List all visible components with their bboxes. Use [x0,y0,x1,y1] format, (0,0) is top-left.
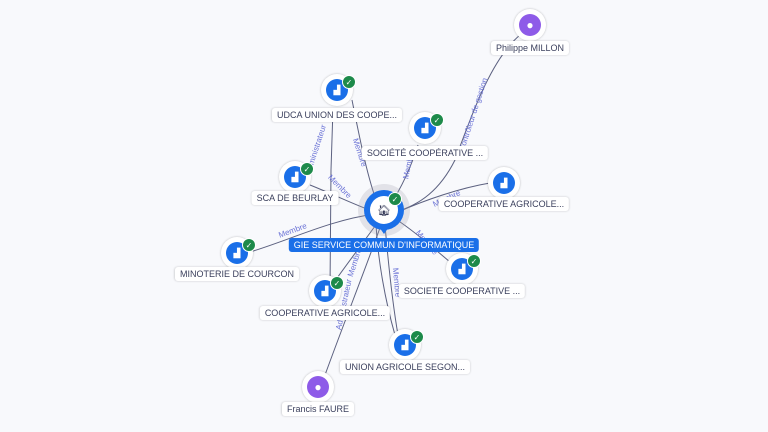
verified-check-icon: ✓ [410,330,424,344]
verified-check-icon: ✓ [242,238,256,252]
node-label: UNION AGRICOLE SEGON... [339,360,471,374]
verified-check-icon: ✓ [467,254,481,268]
edge-union-lower [375,224,396,336]
person-icon: ● [526,18,534,32]
edge-union-center [384,224,399,336]
verified-check-icon: ✓ [388,192,402,206]
pin-tip [377,224,391,234]
node-label: UDCA UNION DES COOPE... [271,108,403,122]
verified-check-icon: ✓ [430,113,444,127]
person-icon: ● [314,380,322,394]
edge-coop-right-center [397,182,491,213]
node-label: COOPERATIVE AGRICOLE... [438,197,570,211]
node-label: Francis FAURE [281,402,355,416]
center-label: GIE SERVICE COMMUN D'INFORMATIQUE [288,238,480,252]
building-icon: 🏠︎ [377,204,391,217]
building-icon: ▟ [500,177,508,188]
building-icon: ▟ [421,122,429,133]
center-pin: 🏠︎ [364,190,404,230]
node-label: SCA DE BEURLAY [251,191,339,205]
node-label: Philippe MILLON [490,41,570,55]
node-label: COOPERATIVE AGRICOLE... [259,306,391,320]
verified-check-icon: ✓ [300,162,314,176]
verified-check-icon: ✓ [342,75,356,89]
node-label: MINOTERIE DE COURCON [174,267,300,281]
edge-minoterie-center [249,213,376,253]
node-label: SOCIETE COOPERATIVE ... [398,284,526,298]
building-icon: ▟ [401,339,409,350]
verified-check-icon: ✓ [330,276,344,290]
building-icon: ▟ [321,285,329,296]
building-icon: ▟ [291,171,299,182]
node-label: SOCIÉTÉ COOPÉRATIVE ... [361,146,489,160]
building-icon: ▟ [233,247,241,258]
building-icon: ▟ [458,263,466,274]
building-icon: ▟ [333,84,341,95]
